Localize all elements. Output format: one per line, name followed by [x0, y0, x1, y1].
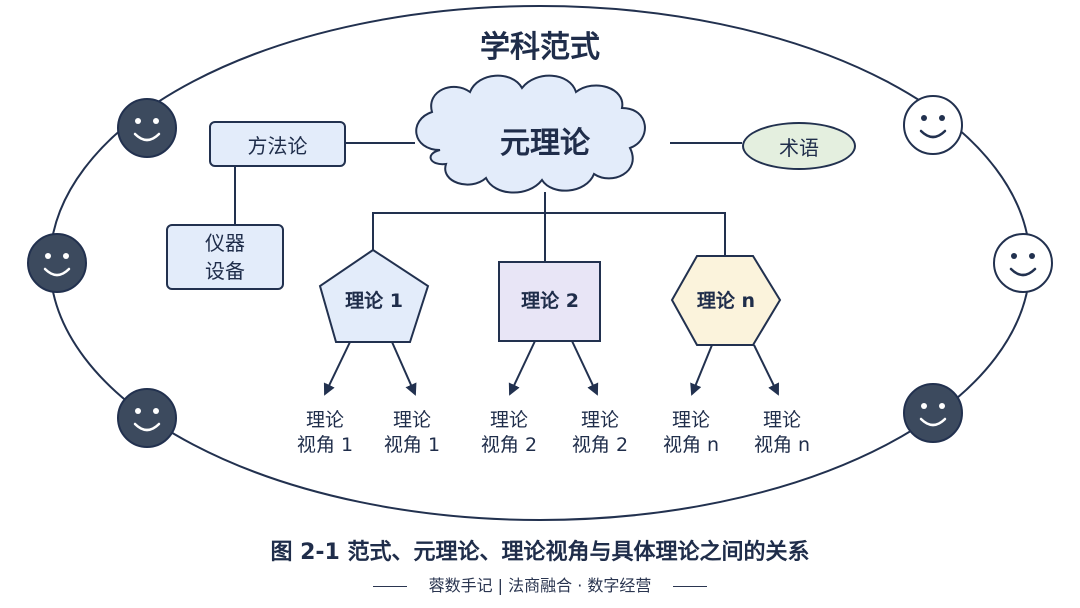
- perspective-na: 理论 视角 n: [646, 408, 736, 458]
- paradigm-title: 学科范式: [480, 30, 600, 65]
- perspective-line: 视角 2: [571, 434, 629, 456]
- arrow-theory-n-left: [690, 344, 713, 396]
- arrow-theory-2-right: [571, 340, 599, 396]
- theory-n-label: 理论 n: [696, 289, 756, 312]
- instruments-box: 仪器 设备: [166, 224, 284, 290]
- perspective-2a: 理论 视角 2: [464, 408, 554, 458]
- theory-n-hexagon: [670, 255, 782, 346]
- meta-theory-cloud: [415, 74, 646, 194]
- perspective-2b: 理论 视角 2: [555, 408, 645, 458]
- theory-2-square: [498, 261, 601, 342]
- perspective-line: 视角 2: [480, 434, 538, 456]
- footer-dash-right: [673, 585, 708, 588]
- methodology-box: 方法论: [209, 121, 346, 167]
- smiley-face-light-icon: [903, 95, 963, 155]
- footer-text: 蓉数手记 | 法商融合 · 数字经营: [428, 576, 652, 595]
- footer: 蓉数手记 | 法商融合 · 数字经营: [0, 572, 1080, 596]
- perspective-line: 理论: [392, 409, 431, 431]
- perspective-nb: 理论 视角 n: [737, 408, 827, 458]
- perspective-line: 视角 n: [662, 434, 720, 456]
- perspective-line: 理论: [580, 409, 619, 431]
- arrow-theory-2-left: [508, 340, 536, 396]
- perspective-line: 理论: [762, 409, 801, 431]
- smiley-face-dark-icon: [27, 233, 87, 293]
- perspective-line: 视角 n: [753, 434, 811, 456]
- smiley-face-dark-icon: [117, 98, 177, 158]
- instruments-line-1: 仪器: [205, 231, 245, 255]
- meta-theory-label: 元理论: [500, 126, 590, 161]
- perspective-line: 理论: [305, 409, 344, 431]
- arrow-theory-n-right: [753, 344, 779, 396]
- smiley-face-dark-icon: [117, 388, 177, 448]
- theory-1-label: 理论 1: [345, 289, 403, 312]
- theory-2-label: 理论 2: [521, 289, 579, 312]
- perspective-line: 理论: [671, 409, 710, 431]
- perspective-line: 视角 1: [383, 434, 441, 456]
- smiley-face-light-icon: [993, 233, 1053, 293]
- terminology-ellipse: 术语: [742, 122, 856, 170]
- faces-group: [27, 95, 1053, 448]
- footer-dash-left: [372, 585, 407, 588]
- perspective-line: 理论: [489, 409, 528, 431]
- arrow-theory-1-left: [323, 341, 351, 396]
- smiley-face-dark-icon: [903, 383, 963, 443]
- figure-caption: 图 2-1 范式、元理论、理论视角与具体理论之间的关系: [270, 540, 810, 565]
- arrow-theory-1-right: [391, 341, 417, 396]
- perspective-1b: 理论 视角 1: [367, 408, 457, 458]
- instruments-line-2: 设备: [205, 259, 245, 283]
- perspective-1a: 理论 视角 1: [280, 408, 370, 458]
- connector-branch: [372, 212, 726, 256]
- perspective-line: 视角 1: [296, 434, 354, 456]
- theory-1-pentagon: [318, 248, 430, 343]
